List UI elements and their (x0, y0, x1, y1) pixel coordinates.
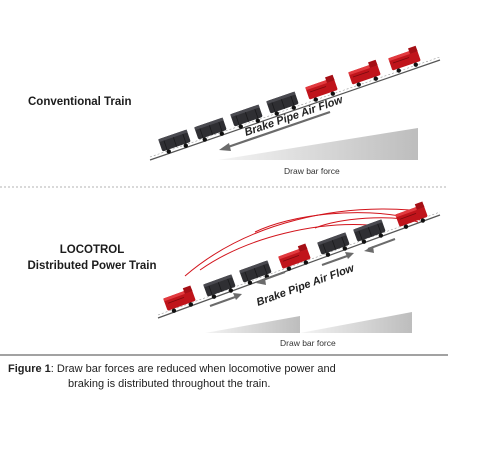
freight-car-icon (316, 231, 352, 260)
draw-bar-force-wedge (205, 316, 300, 333)
locomotive-icon (393, 201, 430, 232)
freight-car-icon (238, 259, 274, 288)
locomotive-icon (386, 45, 423, 76)
brake-pipe-arrows (209, 238, 396, 307)
draw-bar-force-wedge (218, 128, 418, 160)
freight-car-icon (193, 117, 229, 145)
caption-text-line1: : Draw bar forces are reduced when locom… (50, 363, 336, 375)
distributed-power-label: Distributed Power Train (27, 260, 157, 272)
caption-figure-number: Figure 1 (8, 363, 51, 375)
draw-bar-force-label: Draw bar force (284, 166, 340, 176)
figure-caption: Figure 1: Draw bar forces are reduced wh… (8, 362, 433, 392)
draw-bar-force-wedge (300, 312, 412, 333)
conventional-train-label: Conventional Train (28, 96, 132, 108)
draw-bar-force-label-2: Draw bar force (280, 338, 336, 348)
caption-text-line2: braking is distributed throughout the tr… (68, 378, 271, 390)
locotrol-label: LOCOTROL (59, 244, 125, 256)
locomotive-icon (346, 59, 383, 90)
track-distributed (157, 214, 441, 319)
brake-pipe-arrow (219, 110, 331, 151)
track-conventional (149, 59, 441, 161)
